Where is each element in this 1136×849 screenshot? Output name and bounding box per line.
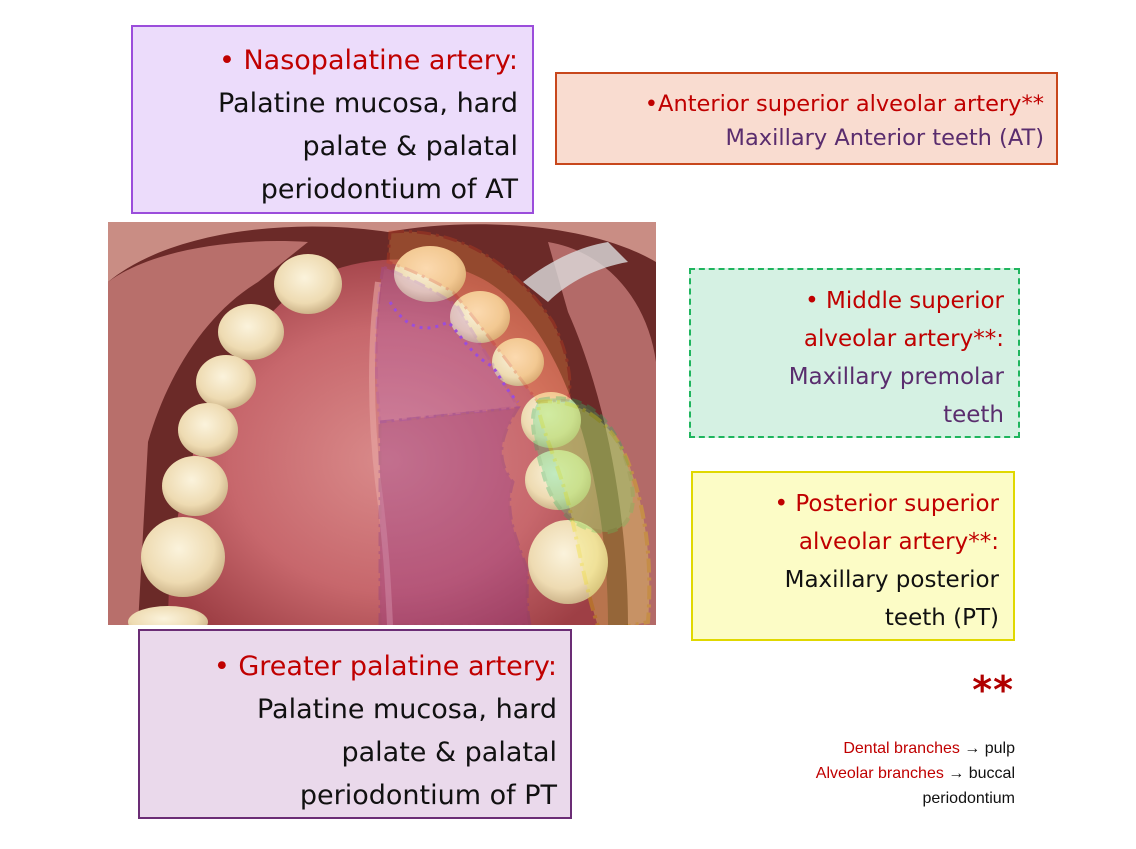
- left-central-incisor: [274, 254, 342, 314]
- dental-branches-target: → pulp: [959, 740, 1015, 757]
- dental-mirror: [523, 242, 628, 302]
- greater-palatine-region: [378, 406, 532, 625]
- footnote-line-2: Alveolar branches → buccal: [816, 761, 1015, 786]
- middle-superior-title-2: alveolar artery**:: [803, 326, 1004, 352]
- upper-lip: [108, 222, 656, 282]
- left-lateral-incisor: [218, 304, 284, 360]
- footnote-line-3: periodontium: [922, 790, 1016, 807]
- posterior-superior-line-2: teeth (PT): [884, 605, 999, 631]
- middle-superior-line-1: Maxillary premolar: [788, 364, 1004, 390]
- greater-palatine-line-2: palate & palatal: [341, 737, 557, 768]
- middle-superior-title-1: • Middle superior: [805, 288, 1004, 314]
- greater-palatine-line-3: periodontium of PT: [299, 780, 557, 811]
- right-first-molar: [528, 520, 608, 604]
- posterior-superior-region: [535, 399, 652, 625]
- nasopalatine-artery-box: • Nasopalatine artery: Palatine mucosa, …: [131, 25, 534, 214]
- left-canine: [196, 355, 256, 409]
- right-canine: [492, 338, 544, 386]
- anterior-superior-title: •Anterior superior alveolar artery**: [644, 91, 1044, 117]
- right-lateral-incisor: [450, 291, 510, 343]
- posterior-superior-title-2: alveolar artery**:: [798, 529, 999, 555]
- nasopalatine-detail: [388, 301, 520, 404]
- anterior-superior-line: Maxillary Anterior teeth (AT): [725, 125, 1044, 151]
- double-asterisk: **: [972, 668, 1014, 712]
- left-first-molar: [141, 517, 225, 597]
- footnote-line-1: Dental branches → pulp: [816, 736, 1015, 761]
- greater-palatine-title: • Greater palatine artery:: [213, 651, 557, 682]
- nasopalatine-line-1: Palatine mucosa, hard: [217, 88, 518, 119]
- left-cheek: [108, 241, 308, 625]
- left-second-molar: [128, 606, 208, 625]
- greater-palatine-artery-box: • Greater palatine artery: Palatine muco…: [138, 629, 572, 819]
- alveolar-branches-target: → buccal: [943, 765, 1015, 782]
- left-first-premolar: [178, 403, 238, 457]
- middle-superior-region: [531, 396, 635, 535]
- right-second-premolar: [525, 450, 591, 510]
- right-cheek: [548, 242, 656, 625]
- middle-superior-alveolar-box: • Middle superior alveolar artery**: Max…: [689, 268, 1020, 438]
- posterior-superior-alveolar-box: • Posterior superior alveolar artery**: …: [691, 471, 1015, 641]
- right-central-incisor: [394, 246, 466, 302]
- alveolar-branches-label: Alveolar branches: [815, 765, 944, 782]
- posterior-superior-title-1: • Posterior superior: [774, 491, 999, 517]
- dental-branches-label: Dental branches: [843, 740, 960, 757]
- nasopalatine-title: • Nasopalatine artery:: [218, 45, 518, 76]
- nasopalatine-line-3: periodontium of AT: [260, 174, 518, 205]
- anterior-superior-region: [386, 230, 572, 404]
- right-first-premolar: [521, 392, 581, 448]
- palatal-raphe: [369, 281, 393, 625]
- nasopalatine-line-2: palate & palatal: [302, 131, 518, 162]
- greater-palatine-line-1: Palatine mucosa, hard: [256, 694, 557, 725]
- posterior-superior-line-1: Maxillary posterior: [784, 567, 999, 593]
- footnote-text: Dental branches → pulp Alveolar branches…: [816, 736, 1015, 811]
- left-second-premolar: [162, 456, 228, 516]
- nasopalatine-region: [374, 264, 521, 424]
- anterior-superior-alveolar-box: •Anterior superior alveolar artery** Max…: [555, 72, 1058, 165]
- maxillary-arch-photo: [108, 222, 656, 625]
- middle-superior-line-2: teeth: [943, 402, 1004, 428]
